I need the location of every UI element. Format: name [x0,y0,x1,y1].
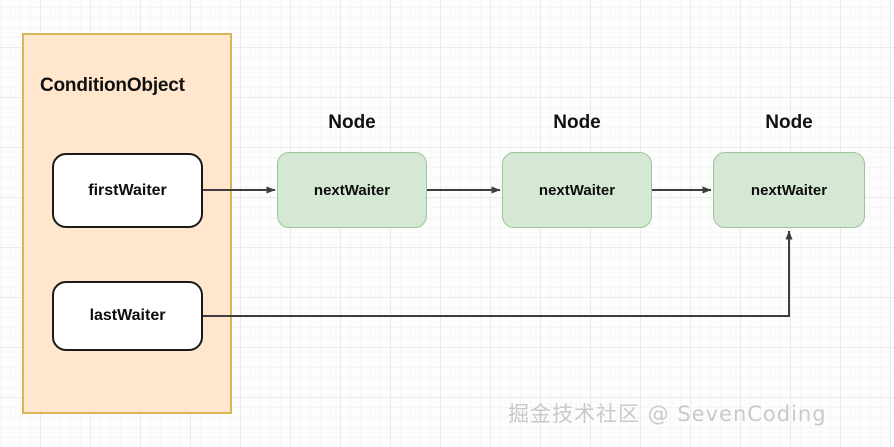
node-box-2: nextWaiter [502,152,652,228]
node-label-3: nextWaiter [750,181,828,199]
node-label-1: nextWaiter [313,181,391,199]
node-header-3: Node [765,112,813,133]
connector-last-waiter-to-node3 [203,230,793,317]
condition-object-title: ConditionObject [40,75,185,96]
last-waiter-label: lastWaiter [89,307,166,324]
watermark-text: 掘金技术社区 @ SevenCoding [508,402,827,426]
node-header-1: Node [328,112,376,133]
first-waiter-label: firstWaiter [88,181,167,199]
node-label-2: nextWaiter [538,181,616,199]
node-box-1: nextWaiter [277,152,427,228]
node-box-3: nextWaiter [713,152,865,228]
last-waiter-box: lastWaiter [52,281,203,351]
first-waiter-box: firstWaiter [52,153,203,228]
node-header-2: Node [553,112,601,133]
